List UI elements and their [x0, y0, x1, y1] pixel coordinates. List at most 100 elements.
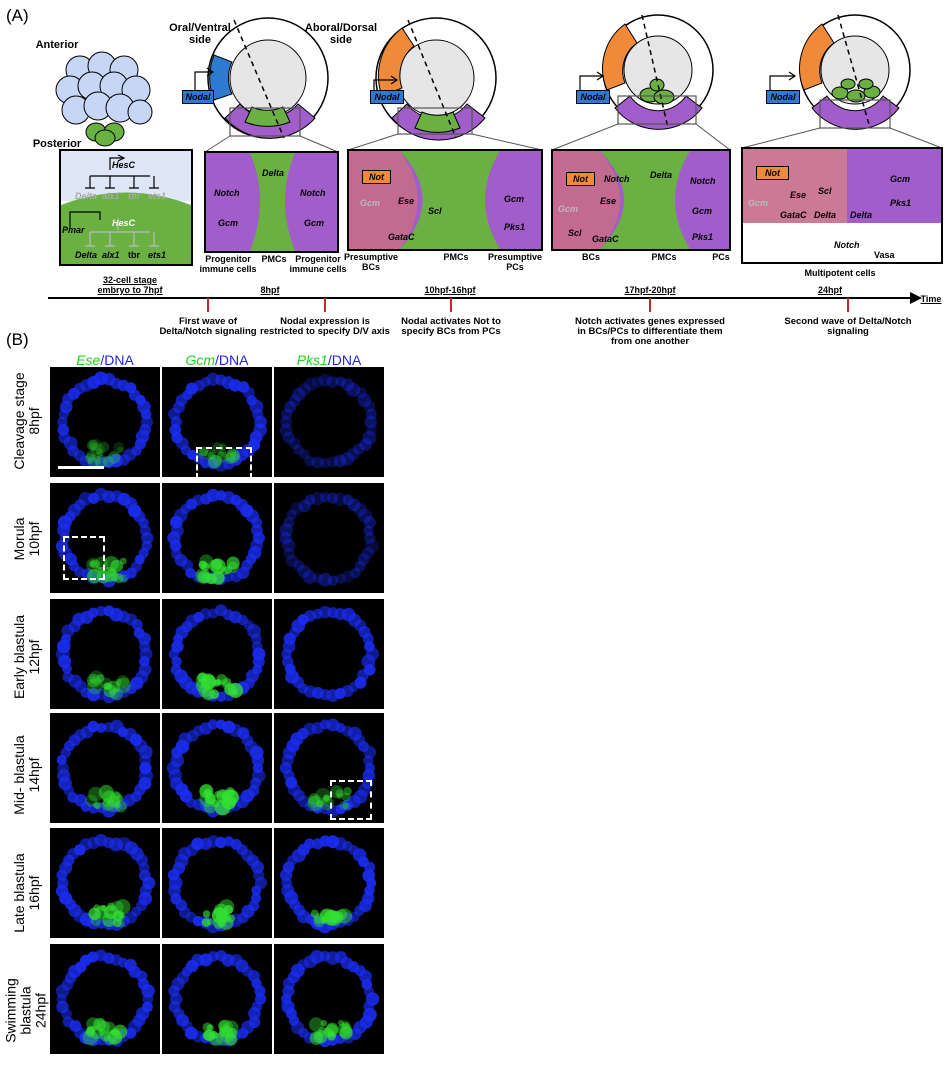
box24-vasa: Vasa [874, 250, 895, 260]
grn32-alx1: alx1 [102, 191, 120, 201]
box10-not: Not [362, 170, 391, 184]
box24-not: Not [756, 166, 789, 180]
grn32-tbr2: tbr [128, 250, 140, 260]
box10-ese: Ese [398, 196, 415, 206]
scale-bar [58, 466, 104, 469]
grn32-pmar: Pmar [62, 225, 85, 235]
box10-label-mid: PMCs [443, 252, 469, 262]
micrograph-tile [50, 828, 160, 938]
box24-ese: Ese [790, 190, 807, 200]
box8-notch-r: Notch [300, 188, 326, 198]
micrograph-tile [274, 713, 384, 823]
stage-24hpf: 24hpf [817, 285, 842, 295]
column-header-pks1: Pks1/DNA [296, 352, 362, 368]
embryo-8hpf [204, 17, 339, 153]
box17-ese: Ese [600, 196, 617, 206]
box17-notch: Notch [604, 174, 630, 184]
micrograph-tile [162, 367, 272, 477]
box8-notch-l: Notch [214, 188, 240, 198]
event-first-wave: First wave of Delta/Notch signaling [159, 316, 257, 337]
stage-8hpf: 8hpf [260, 285, 280, 295]
grn-box-32cell [59, 149, 193, 266]
box24-delta2: Delta [850, 210, 873, 220]
box8-label-mid: PMCs [261, 254, 287, 264]
micrograph-tile [162, 828, 272, 938]
stage-10-16hpf: 10hpf-16hpf [424, 285, 476, 295]
row-label-morula: Morula 10hpf [11, 517, 42, 561]
grn32-hesc-bot: HesC [112, 218, 136, 228]
event-nodal: Nodal expression is restricted to specif… [260, 316, 390, 337]
row-label-mid-blastula: Mid- blastula 14hpf [11, 735, 42, 815]
micrograph-tile [162, 483, 272, 593]
box24-gcm: Gcm [748, 198, 769, 208]
grn-box-8hpf [204, 151, 339, 253]
nodal-box-24hpf: Nodal [766, 90, 800, 104]
anterior-label: Anterior [35, 39, 79, 51]
box10-label-right: Presumptive PCs [487, 252, 543, 272]
micrograph-tile [50, 713, 160, 823]
box10-gcm-r: Gcm [504, 194, 525, 204]
box8-gcm-r: Gcm [304, 218, 325, 228]
grn32-delta2: Delta [75, 250, 98, 260]
box8-delta: Delta [262, 168, 285, 178]
box8-label-left: Progenitor immune cells [199, 254, 257, 274]
grn32-delta: Delta [75, 191, 98, 201]
stage-17-20hpf: 17hpf-20hpf [624, 285, 676, 295]
box8-label-right: Progenitor immune cells [289, 254, 347, 274]
row-label-swimming-blastula: Swimming blastula 24hpf [2, 978, 49, 1043]
box24-label: Multipotent cells [804, 268, 876, 278]
oral-side-label: Oral/Ventral side [169, 22, 231, 46]
embryo-24hpf [741, 14, 943, 149]
panel-a-letter: (A) [6, 6, 29, 25]
box24-notch: Notch [834, 240, 860, 250]
grn32-ets1-2: ets1 [148, 250, 167, 260]
grn32-alx1-2: alx1 [102, 250, 120, 260]
micrograph-tile [162, 944, 272, 1054]
box24-gcm-r: Gcm [890, 174, 911, 184]
aboral-side-label: Aboral/Dorsal side [304, 22, 378, 46]
timeline-axis [48, 292, 922, 312]
box17-label-right: PCs [712, 252, 730, 262]
grn-box-10hpf [347, 149, 543, 251]
micrograph-tile [50, 483, 160, 593]
micrograph-tile [50, 944, 160, 1054]
micrograph-tile [274, 828, 384, 938]
box17-pks1: Pks1 [692, 232, 714, 242]
box24-scl: Scl [818, 186, 832, 196]
time-label: Time [920, 294, 942, 304]
column-header-ese: Ese/DNA [76, 352, 134, 368]
box24-gatac: GataC [780, 210, 807, 220]
nodal-box-10hpf: Nodal [370, 90, 404, 104]
grn32-tbr: tbr [128, 191, 140, 201]
box24-pks1: Pks1 [890, 198, 912, 208]
event-notch: Notch activates genes expressed in BCs/P… [575, 316, 725, 347]
micrograph-tile [50, 599, 160, 709]
grn32-ets1: ets1 [148, 191, 167, 201]
box17-label-left: BCs [581, 252, 600, 262]
box17-gatac: GataC [592, 234, 619, 244]
box17-not: Not [566, 172, 595, 186]
embryo-10hpf [347, 17, 543, 151]
box17-notch-r: Notch [690, 176, 716, 186]
micrograph-tile [50, 367, 160, 477]
event-second-wave: Second wave of Delta/Notch signaling [784, 316, 912, 337]
box8-gcm-l: Gcm [218, 218, 239, 228]
box10-label-left: Presumptive BCs [343, 252, 399, 272]
box17-gcm: Gcm [558, 204, 579, 214]
box17-label-mid: PMCs [651, 252, 677, 262]
micrograph-tile [274, 367, 384, 477]
box17-delta: Delta [650, 170, 673, 180]
posterior-label: Posterior [32, 138, 82, 150]
row-label-late-blastula: Late blastula 16hpf [11, 853, 42, 933]
micrograph-tile [274, 944, 384, 1054]
box10-scl: Scl [428, 206, 442, 216]
inset-dashed-box [63, 536, 105, 580]
row-label-cleavage: Cleavage stage 8hpf [11, 372, 42, 470]
box24-delta: Delta [814, 210, 837, 220]
box17-scl: Scl [568, 228, 582, 238]
nodal-box-17hpf: Nodal [576, 90, 610, 104]
box10-gatac: GataC [388, 232, 415, 242]
row-label-early-blastula: Early blastula 12hpf [11, 614, 42, 700]
box10-pks1: Pks1 [504, 222, 526, 232]
inset-dashed-box [330, 780, 372, 820]
